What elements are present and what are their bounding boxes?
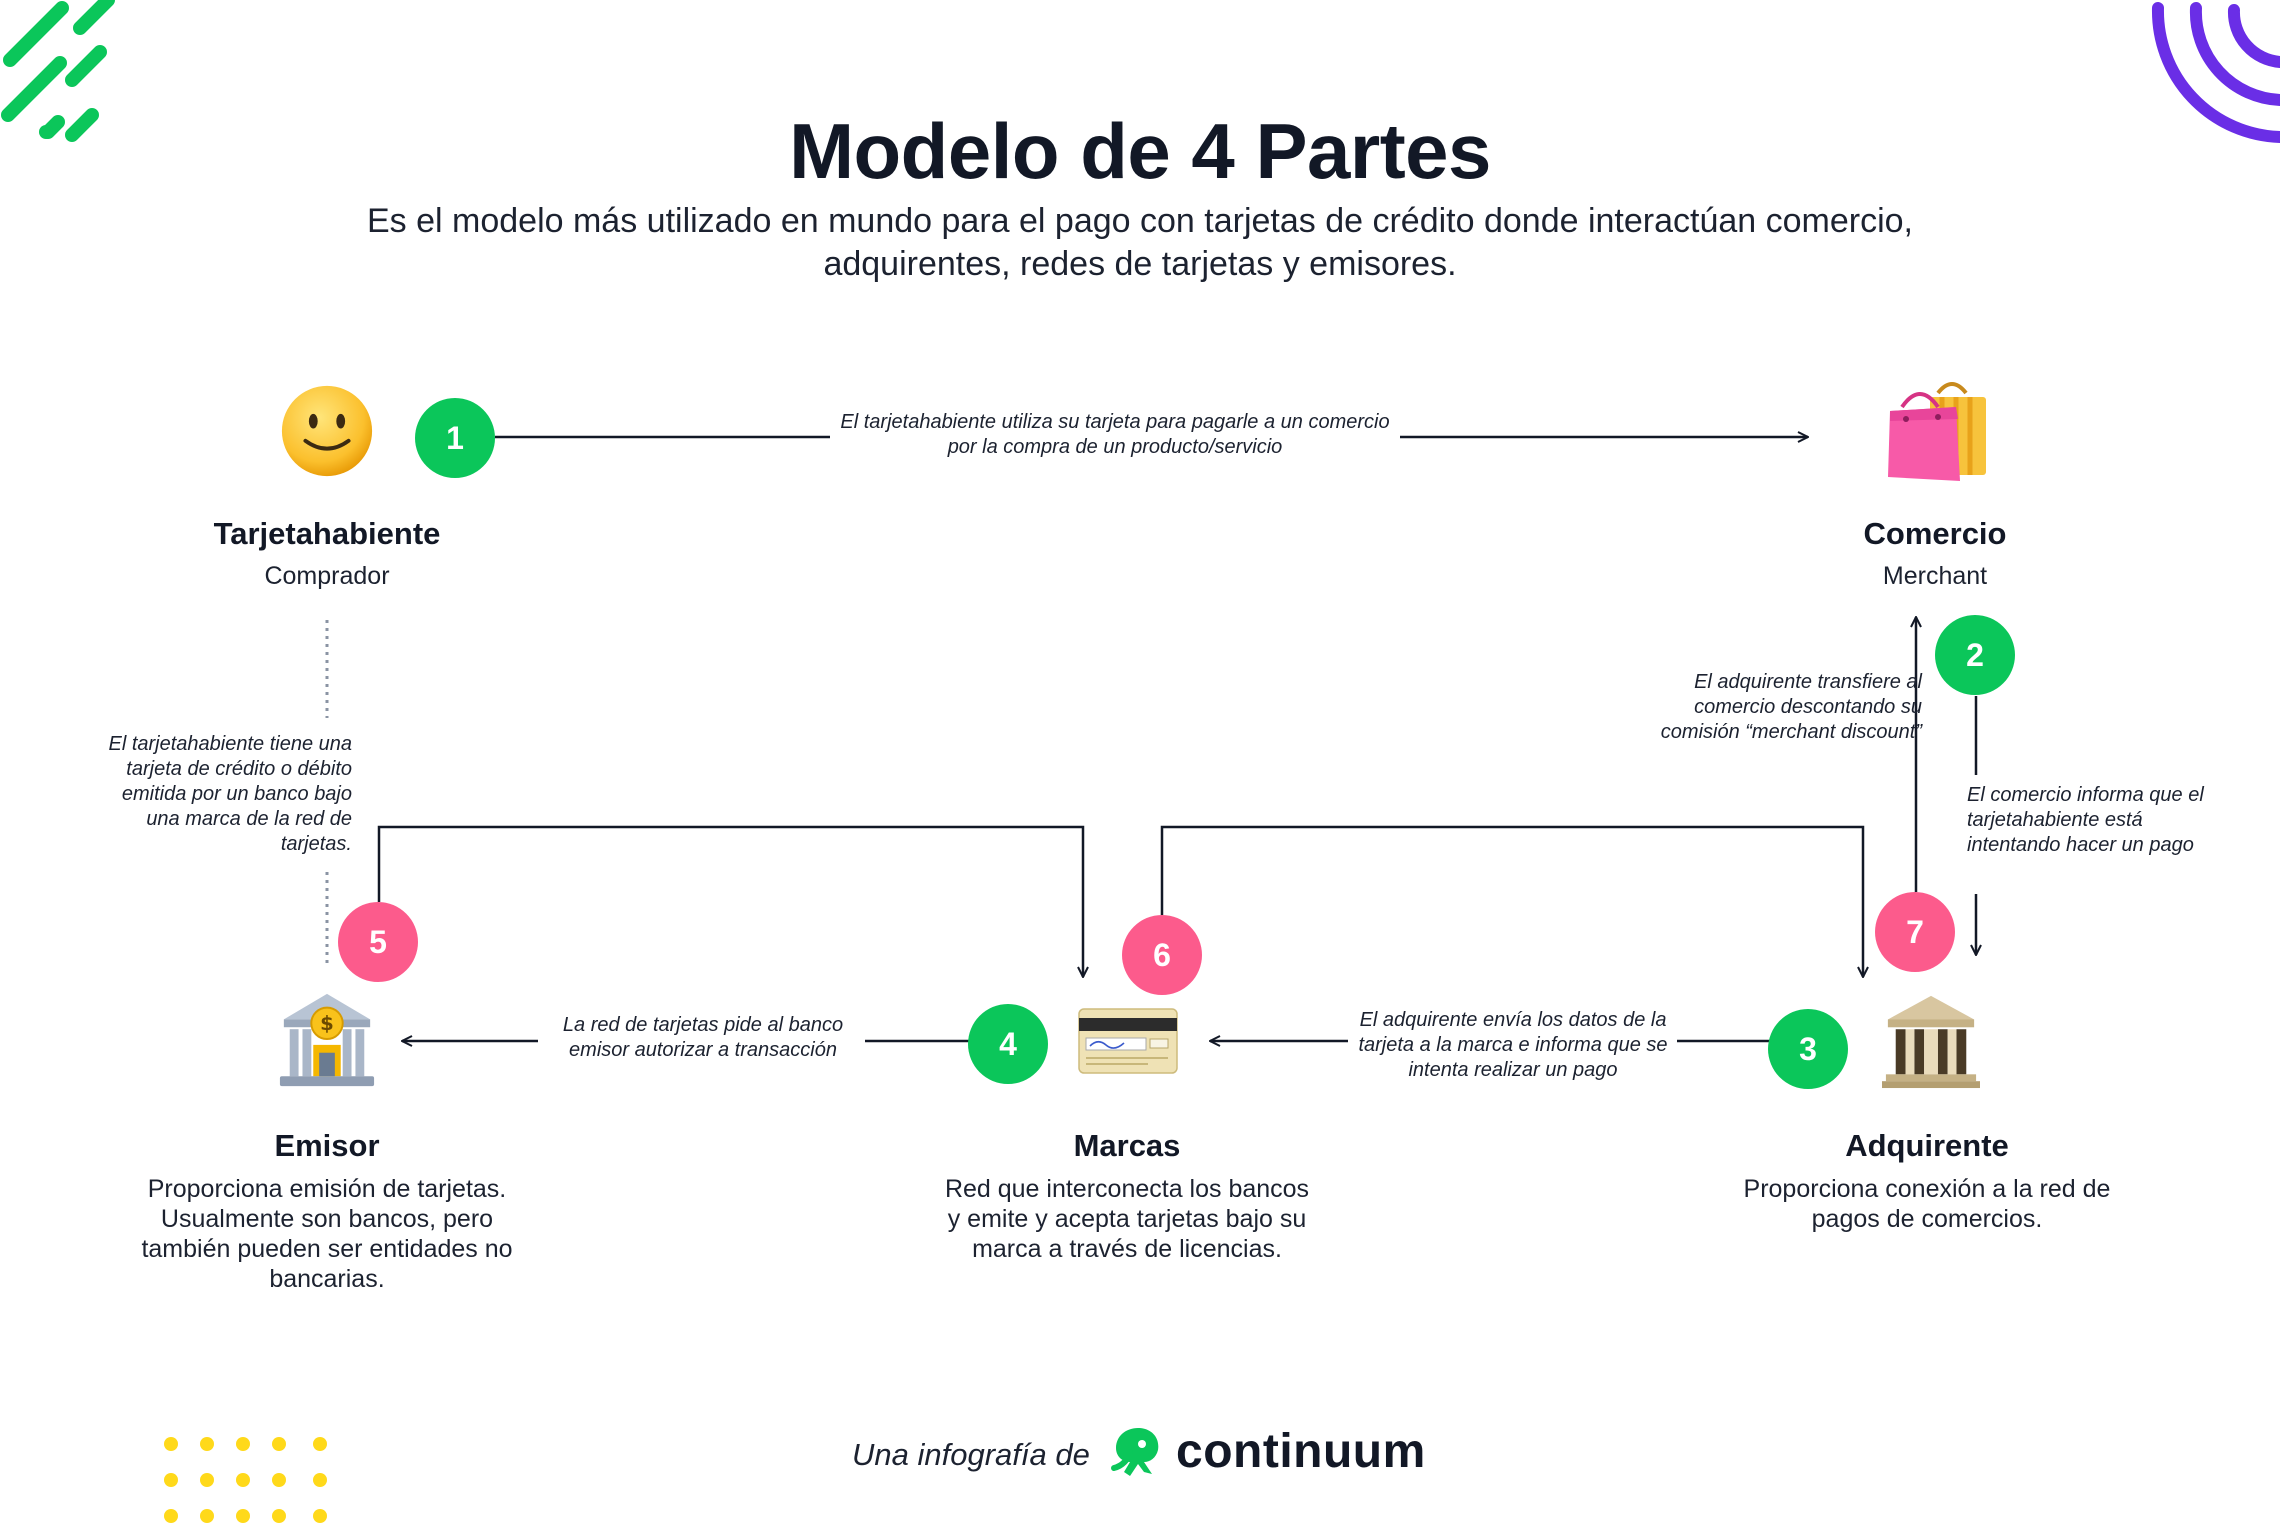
connector-step-5 bbox=[377, 825, 1083, 977]
node-role-comercio: Merchant bbox=[1882, 562, 1988, 590]
step-badge-7: 7 bbox=[1875, 892, 1955, 972]
side-note-card-issued: El tarjetahabiente tiene una tarjeta de … bbox=[108, 733, 352, 855]
step-badge-2: 2 bbox=[1935, 615, 2015, 695]
shopping-bags-icon bbox=[1888, 382, 1986, 481]
connector-step-6 bbox=[1160, 825, 1863, 977]
step-note-2: El comercio informa que el tarjetahabien… bbox=[1967, 784, 2204, 856]
svg-text:$: $ bbox=[320, 1012, 334, 1035]
page-subtitle: Es el modelo más utilizado en mundo para… bbox=[366, 202, 1914, 283]
step-note-7: El adquirente transfiere al comercio des… bbox=[1660, 671, 1922, 743]
step-note-3: El adquirente envía los datos de la tarj… bbox=[1358, 1009, 1668, 1081]
page-title: Modelo de 4 Partes bbox=[789, 107, 1491, 195]
footer-brand-name: continuum bbox=[1176, 1425, 1426, 1478]
footer-prefix: Una infografía de bbox=[852, 1437, 1090, 1472]
purple-arcs-decoration bbox=[2151, 2, 2280, 143]
node-desc-adquirente: Proporciona conexión a la red de pagos d… bbox=[1743, 1175, 2111, 1233]
step-badge-4: 4 bbox=[968, 1004, 1048, 1084]
node-name-marcas: Marcas bbox=[1073, 1128, 1181, 1163]
node-name-tarjetahabiente: Tarjetahabiente bbox=[213, 516, 441, 551]
step-badge-3: 3 bbox=[1768, 1009, 1848, 1089]
node-desc-marcas: Red que interconecta los bancos y emite … bbox=[944, 1175, 1310, 1263]
step-note-4: La red de tarjetas pide al banco emisor … bbox=[562, 1014, 844, 1061]
step-badge-6: 6 bbox=[1122, 915, 1202, 995]
bank-dollar-icon: $ bbox=[279, 993, 375, 1087]
classical-building-icon bbox=[1882, 995, 1980, 1089]
smiley-face-icon bbox=[281, 385, 373, 477]
node-name-adquirente: Adquirente bbox=[1845, 1128, 2009, 1163]
node-name-comercio: Comercio bbox=[1863, 516, 2007, 551]
step-badge-1: 1 bbox=[415, 398, 495, 478]
octopus-logo-icon bbox=[1111, 1428, 1159, 1476]
credit-card-icon bbox=[1078, 1008, 1178, 1074]
node-role-tarjetahabiente: Comprador bbox=[264, 562, 390, 590]
yellow-dots-decoration bbox=[164, 1437, 327, 1523]
node-name-emisor: Emisor bbox=[274, 1128, 380, 1163]
green-dashes-decoration bbox=[1, 0, 115, 142]
node-desc-emisor: Proporciona emisión de tarjetas. Usualme… bbox=[141, 1175, 513, 1293]
step-note-1: El tarjetahabiente utiliza su tarjeta pa… bbox=[840, 411, 1390, 458]
step-badge-5: 5 bbox=[338, 902, 418, 982]
